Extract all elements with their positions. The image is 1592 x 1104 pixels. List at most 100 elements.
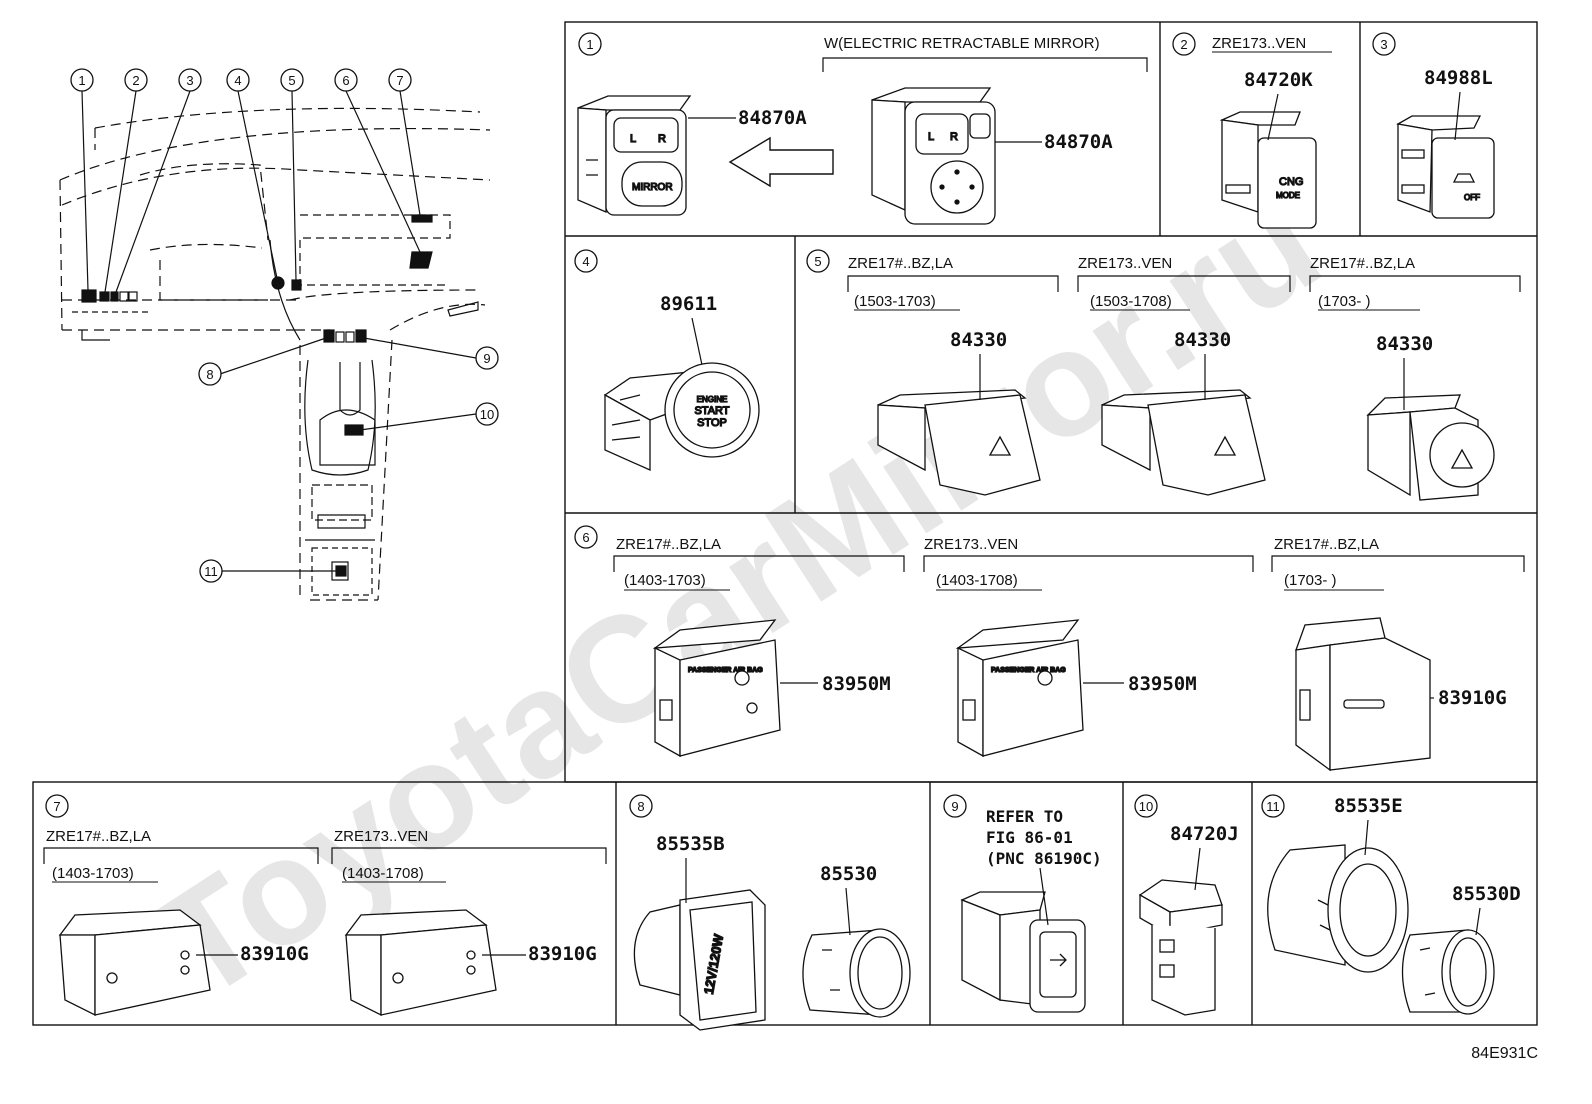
svg-text:STOP: STOP [697,417,727,429]
svg-text:9: 9 [483,351,490,366]
svg-text:MIRROR: MIRROR [632,182,673,193]
svg-text:11: 11 [1266,799,1280,814]
svg-text:89611: 89611 [660,293,717,315]
panel-borders [32,21,1538,1026]
svg-text:3: 3 [186,73,193,88]
svg-text:1: 1 [586,37,593,52]
svg-text:4: 4 [234,73,241,88]
svg-text:9: 9 [951,799,958,814]
svg-text:ZRE173..VEN: ZRE173..VEN [924,536,1018,553]
svg-text:83910G: 83910G [1438,687,1507,709]
svg-text:84988L: 84988L [1424,67,1493,89]
svg-text:PASSENGER AIR BAG: PASSENGER AIR BAG [991,667,1066,674]
svg-text:OFF: OFF [1464,193,1480,202]
svg-text:2: 2 [1180,37,1187,52]
svg-text:(1403-1708): (1403-1708) [936,572,1018,589]
svg-text:ZRE17#..BZ,LA: ZRE17#..BZ,LA [1310,255,1415,272]
svg-text:7: 7 [53,799,60,814]
svg-text:MODE: MODE [1276,191,1300,200]
svg-text:8: 8 [637,799,644,814]
p6-group-2: ZRE173..VEN (1403-1708) 83950M [923,536,1254,695]
svg-text:84330: 84330 [1174,329,1231,351]
mirror-switch-icon: L R MIRROR [577,95,692,216]
retractable-mirror-switch-icon: L R [871,87,996,225]
svg-text:83950M: 83950M [822,673,891,695]
p5-group-2: ZRE173..VEN (1503-1708) 84330 [1077,255,1291,351]
svg-text:8: 8 [206,367,213,382]
panel-9: 9 REFER TO FIG 86-01 (PNC 86190C) [943,794,1102,1013]
svg-text:ZRE173..VEN: ZRE173..VEN [334,828,428,845]
svg-text:ZRE17#..BZ,LA: ZRE17#..BZ,LA [616,536,721,553]
svg-text:REFER TO: REFER TO [986,807,1063,826]
p6-group-3: ZRE17#..BZ,LA (1703- ) 83910G [1271,536,1525,709]
svg-text:2: 2 [132,73,139,88]
power-socket-icon: 12V/120W [633,889,766,1031]
svg-text:PASSENGER AIR BAG: PASSENGER AIR BAG [688,667,763,674]
p5-group-3: ZRE17#..BZ,LA (1703- ) 84330 [1309,255,1521,355]
svg-text:84330: 84330 [1376,333,1433,355]
svg-text:(1503-1708): (1503-1708) [1090,293,1172,310]
seat-heater-switch-icon [58,909,211,1017]
svg-text:ENGINE: ENGINE [697,395,728,404]
hazard-switch-icon [1366,394,1495,501]
svg-text:ZRE17#..BZ,LA: ZRE17#..BZ,LA [848,255,953,272]
panel-6: 6 ZRE17#..BZ,LA (1403-1703) 83950M ZRE17… [574,525,1525,772]
svg-text:6: 6 [582,530,589,545]
svg-text:85530: 85530 [820,863,877,885]
svg-text:ZRE173..VEN: ZRE173..VEN [1212,35,1306,52]
svg-text:ZRE17#..BZ,LA: ZRE17#..BZ,LA [46,828,151,845]
panel-2: 2 ZRE173..VEN 84720K CNG MODE [1172,32,1332,229]
svg-text:84720J: 84720J [1170,823,1239,845]
hazard-switch-icon [877,389,1041,496]
engine-start-stop-button-icon: ENGINE START STOP [603,362,760,472]
svg-text:85535E: 85535E [1334,795,1403,817]
svg-text:ZRE17#..BZ,LA: ZRE17#..BZ,LA [1274,536,1379,553]
svg-text:85535B: 85535B [656,833,725,855]
usb-port-icon [960,891,1086,1013]
svg-text:(1403-1708): (1403-1708) [342,865,424,882]
svg-text:85530D: 85530D [1452,883,1521,905]
svg-text:ZRE173..VEN: ZRE173..VEN [1078,255,1172,272]
svg-text:84330: 84330 [950,329,1007,351]
svg-text:L: L [630,133,636,145]
svg-text:(1403-1703): (1403-1703) [52,865,134,882]
airbag-indicator-icon: PASSENGER AIR BAG [955,619,1084,758]
svg-text:(1703- ): (1703- ) [1318,293,1371,310]
panel-8: 8 85535B 85530 12V/120W [629,794,911,1031]
svg-text:10: 10 [1139,799,1153,814]
arrow-icon [728,136,834,188]
seat-heater-switch-icon [344,909,497,1017]
svg-text:START: START [694,405,729,417]
svg-text:83910G: 83910G [528,943,597,965]
svg-text:CNG: CNG [1279,176,1303,188]
airbag-indicator-icon [1295,617,1431,772]
svg-text:(1403-1703): (1403-1703) [624,572,706,589]
svg-text:83950M: 83950M [1128,673,1197,695]
svg-text:5: 5 [288,73,295,88]
svg-text:FIG 86-01: FIG 86-01 [986,828,1073,847]
svg-text:1: 1 [78,73,85,88]
figure-code: 84E931C [1471,1045,1538,1062]
cng-mode-switch-icon: CNG MODE [1219,111,1317,229]
panel-7: 7 ZRE17#..BZ,LA (1403-1703) 83910G ZRE17… [43,794,607,1017]
blank-switch-icon [1138,879,1223,1016]
svg-text:7: 7 [396,73,403,88]
overview-callouts: 1 2 3 4 5 6 7 8 9 10 11 [70,68,499,583]
svg-text:(1503-1703): (1503-1703) [854,293,936,310]
hazard-switch-icon [1101,389,1266,496]
p7-group-1: ZRE17#..BZ,LA (1403-1703) 83910G [43,828,319,965]
power-outlet-icon [1267,844,1409,973]
svg-text:5: 5 [814,254,821,269]
svg-text:84870A: 84870A [1044,131,1113,153]
svg-text:L: L [928,131,934,143]
svg-text:11: 11 [204,564,218,579]
outlet-holder-icon [1401,929,1495,1015]
p5-group-1: ZRE17#..BZ,LA (1503-1703) 84330 [847,255,1059,351]
p6-group-1: ZRE17#..BZ,LA (1403-1703) 83950M [613,536,905,695]
airbag-indicator-icon: PASSENGER AIR BAG [652,619,781,758]
svg-text:10: 10 [480,407,494,422]
svg-text:3: 3 [1380,37,1387,52]
p7-group-2: ZRE173..VEN (1403-1708) 83910G [331,828,607,965]
